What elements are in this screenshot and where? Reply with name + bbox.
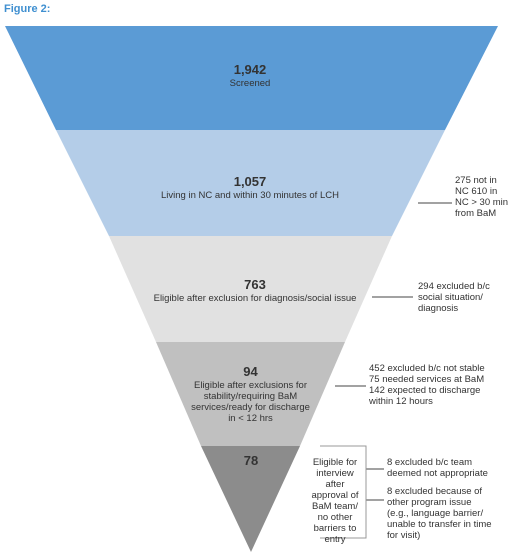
stage-1-label: Screened xyxy=(229,78,271,89)
funnel-stage-3 xyxy=(109,236,392,342)
funnel-stage-2 xyxy=(56,130,445,236)
funnel-stage-5 xyxy=(201,446,300,552)
stage-5-label: Eligible for interview after approval of… xyxy=(311,457,359,545)
stage-2: 1,057 Living in NC and within 30 minutes… xyxy=(120,174,380,201)
funnel-stage-1 xyxy=(5,26,498,130)
figure-title: Figure 2: xyxy=(4,3,51,15)
stage-3-label: Eligible after exclusion for diagnosis/s… xyxy=(153,293,357,304)
exclusion-note-4: 8 excluded b/c team deemed not appropria… xyxy=(387,457,488,479)
exclusion-note-1: 275 not in NC 610 in NC > 30 min from Ba… xyxy=(455,175,509,219)
exclusion-note-2: 294 excluded b/c social situation/ diagn… xyxy=(418,281,490,314)
exclusion-note-3: 452 excluded b/c not stable 75 needed se… xyxy=(369,363,485,407)
stage-1-value: 1,942 xyxy=(233,62,267,77)
stage-2-value: 1,057 xyxy=(233,174,267,189)
exclusion-note-5: 8 excluded because of other program issu… xyxy=(387,486,492,541)
stage-4-value: 94 xyxy=(243,364,258,379)
stage-2-label: Living in NC and within 30 minutes of LC… xyxy=(161,190,339,201)
funnel-stage-4 xyxy=(156,342,345,446)
stage-1: 1,942 Screened xyxy=(150,62,350,89)
stage-5: 78 xyxy=(228,453,274,469)
stage-4: 94 Eligible after exclusions for stabili… xyxy=(187,364,314,424)
eligible-interview-bracket xyxy=(320,445,367,539)
stage-5-value: 78 xyxy=(243,453,259,468)
stage-4-label: Eligible after exclusions for stability/… xyxy=(191,380,310,424)
stage-3-value: 763 xyxy=(244,277,266,292)
stage-3: 763 Eligible after exclusion for diagnos… xyxy=(135,277,375,304)
